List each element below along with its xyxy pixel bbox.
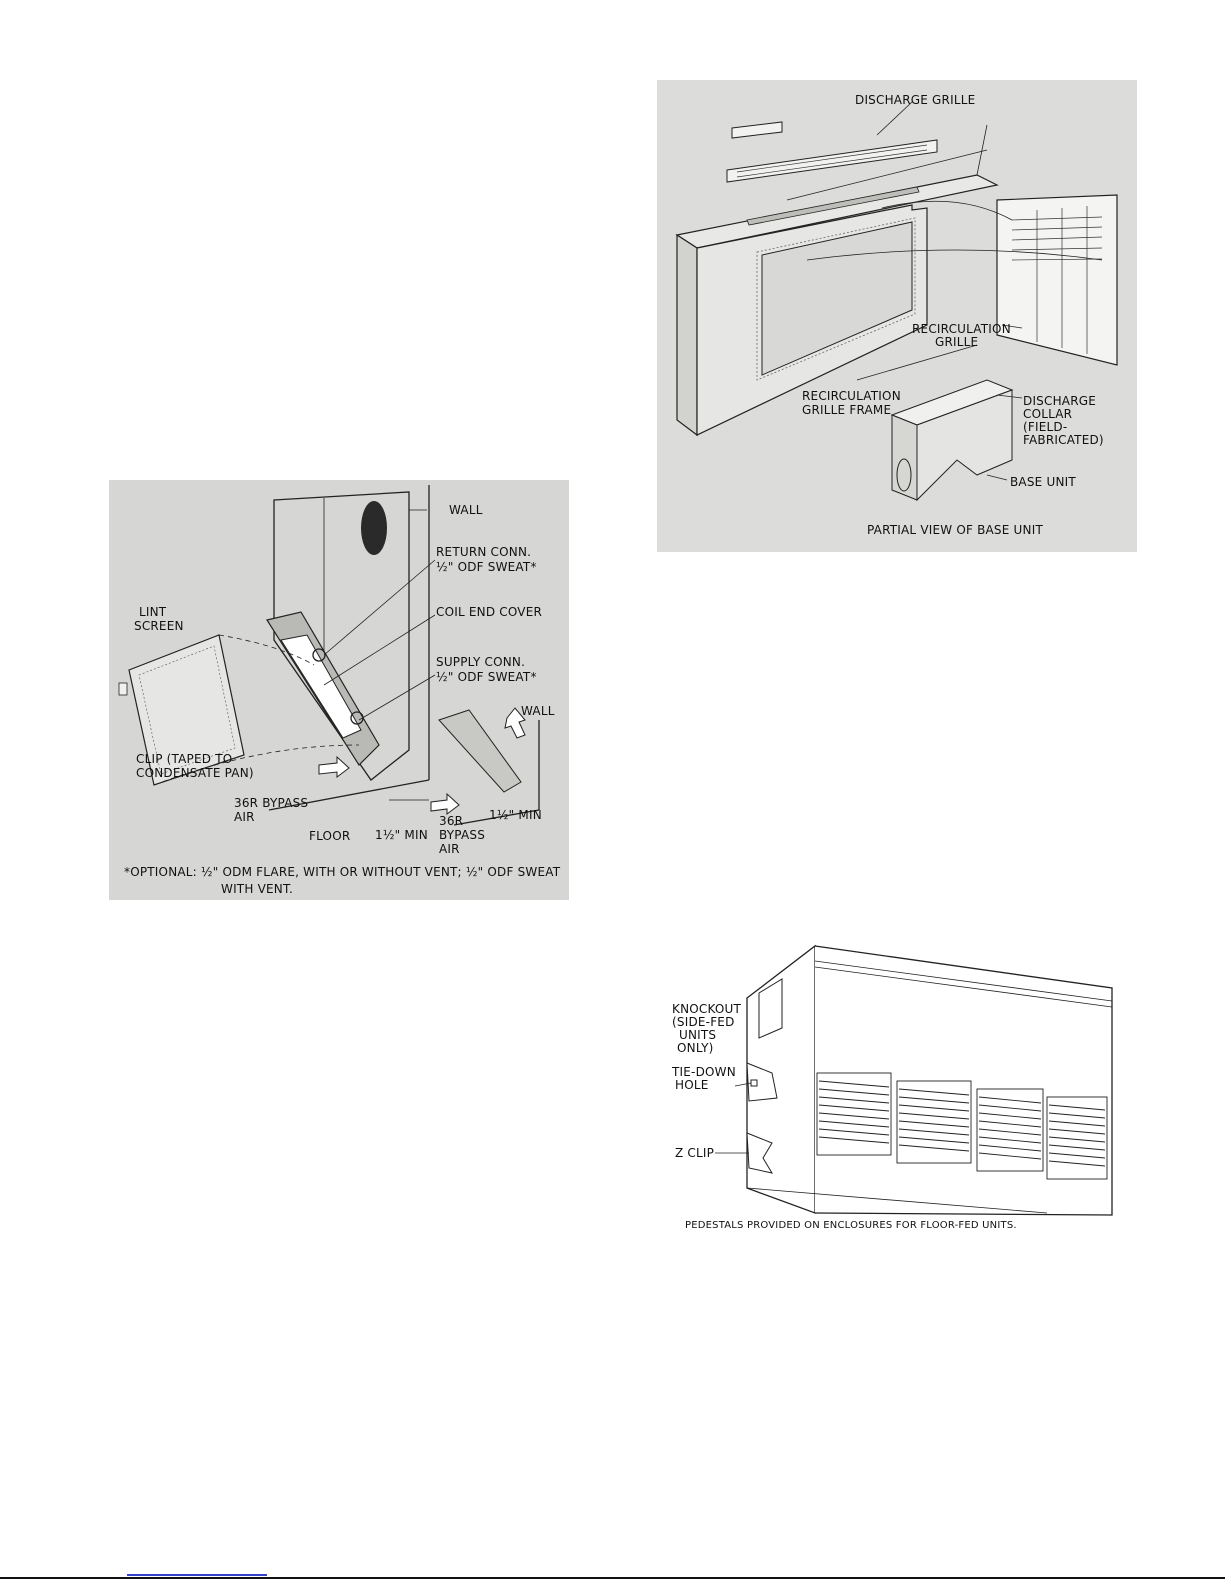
enclosure-drawing: KNOCKOUT (SIDE-FED UNITS ONLY) TIE-DOWN … <box>671 944 1113 1231</box>
label-discharge-collar-1: DISCHARGE <box>1023 394 1096 408</box>
base-unit-side <box>891 414 918 501</box>
inset-coil <box>438 709 522 793</box>
bypass-air-arrow-left <box>318 755 350 778</box>
label-tiedown-2: HOLE <box>675 1078 709 1092</box>
label-bypass: 36R BYPASS <box>234 796 308 810</box>
discharge-grille <box>726 139 938 183</box>
clip-part <box>118 682 128 696</box>
access-opening <box>361 501 387 555</box>
z-clip <box>746 1132 774 1174</box>
label-lint: LINT <box>139 605 167 619</box>
label-screen: SCREEN <box>134 619 184 633</box>
label-recirc-frame-2: GRILLE FRAME <box>802 403 891 417</box>
label-base-unit: BASE UNIT <box>1010 475 1076 489</box>
label-min-left: 1½" MIN <box>375 828 428 842</box>
enclosure-louvers <box>816 1072 1108 1180</box>
label-discharge-collar-4: FABRICATED) <box>1023 433 1104 447</box>
label-discharge-collar-2: COLLAR <box>1023 407 1072 421</box>
label-condensate: CONDENSATE PAN) <box>136 766 254 780</box>
knockout <box>758 978 783 1039</box>
lint-screen-mesh <box>138 645 236 775</box>
leader-recirc-grille <box>1001 324 1023 329</box>
install-arc-top <box>881 200 1013 221</box>
label-recirc-frame-1: RECIRCULATION <box>802 389 901 403</box>
enclosure-side <box>676 233 698 437</box>
label-optional-note: *OPTIONAL: ½" ODM FLARE, WITH OR WITHOUT… <box>124 865 561 879</box>
base-unit-opening <box>896 458 912 492</box>
label-return-sweat: ½" ODF SWEAT* <box>436 560 537 574</box>
label-discharge-collar-3: (FIELD- <box>1023 420 1067 434</box>
label-bypass-r3: AIR <box>439 842 460 856</box>
floor-line <box>268 779 430 811</box>
label-optional-note-2: WITH VENT. <box>221 882 293 896</box>
label-floor: FLOOR <box>309 829 350 843</box>
leader-tie-down <box>734 1082 752 1087</box>
label-min-right: 1½" MIN <box>489 808 542 822</box>
install-path-bottom <box>153 744 360 786</box>
coil-installation-drawing: WALL RETURN CONN. ½" ODF SWEAT* LINT SCR… <box>118 485 561 896</box>
enclosure-front-panel <box>814 945 1113 1216</box>
recirculation-grille-frame <box>761 221 913 376</box>
perspective-line-1 <box>976 124 988 176</box>
label-pedestals-note: PEDESTALS PROVIDED ON ENCLOSURES FOR FLO… <box>685 1220 1017 1231</box>
install-arc-bottom <box>806 249 1103 261</box>
label-supply-conn: SUPPLY CONN. <box>436 655 525 669</box>
label-bypass-r1: 36R <box>439 814 463 828</box>
leader-frame <box>856 344 978 381</box>
label-knockout-4: ONLY) <box>677 1041 714 1055</box>
label-knockout-2: (SIDE-FED <box>672 1015 735 1029</box>
label-wall-right: WALL <box>521 704 555 718</box>
return-connection <box>312 648 326 662</box>
enclosure-top-trim <box>814 960 1113 1002</box>
footer-rule <box>0 1577 1225 1579</box>
discharge-grille-end <box>731 121 783 139</box>
discharge-opening <box>746 186 920 226</box>
label-supply-sweat: ½" ODF SWEAT* <box>436 670 537 684</box>
grille-exploded-diagram: DISCHARGE GRILLE RECIRCULATION GRILLE RE… <box>657 80 1137 552</box>
leader-collar <box>996 394 1023 399</box>
label-knockout-1: KNOCKOUT <box>672 1002 742 1016</box>
label-bypass-r2: BYPASS <box>439 828 485 842</box>
inset-floor-line <box>453 809 540 826</box>
label-wall-top: WALL <box>449 503 483 517</box>
label-recirc-grille-1: RECIRCULATION <box>912 322 1011 336</box>
label-zclip: Z CLIP <box>675 1146 714 1160</box>
install-path-top <box>218 634 315 666</box>
leader-discharge-grille <box>876 101 913 136</box>
lint-screen <box>128 634 245 786</box>
recirculation-grille-louvers <box>1011 206 1103 354</box>
grille-exploded-drawing: DISCHARGE GRILLE RECIRCULATION GRILLE RE… <box>675 93 1118 537</box>
cabinet-outline <box>273 491 410 781</box>
label-return-conn: RETURN CONN. <box>436 545 531 559</box>
enclosure-top-trim-2 <box>814 966 1113 1008</box>
frame-gasket <box>756 217 916 381</box>
leader-return <box>323 559 436 656</box>
label-partial-view: PARTIAL VIEW OF BASE UNIT <box>867 523 1043 537</box>
enclosure-diagram: KNOCKOUT (SIDE-FED UNITS ONLY) TIE-DOWN … <box>667 943 1137 1241</box>
footer-link-underline[interactable] <box>127 1574 267 1576</box>
leader-supply <box>358 674 436 721</box>
label-coil-end-cover: COIL END COVER <box>436 605 542 619</box>
discharge-grille-slats <box>736 144 928 178</box>
coil-installation-diagram: WALL RETURN CONN. ½" ODF SWEAT* LINT SCR… <box>109 480 569 900</box>
label-recirc-grille-2: GRILLE <box>935 335 978 349</box>
label-discharge-grille: DISCHARGE GRILLE <box>855 93 975 107</box>
label-tiedown-1: TIE-DOWN <box>671 1065 736 1079</box>
enclosure-bottom-edge <box>746 1187 1048 1214</box>
label-clip: CLIP (TAPED TO <box>136 752 232 766</box>
label-knockout-3: UNITS <box>679 1028 716 1042</box>
leader-base-unit <box>986 474 1008 481</box>
recirculation-grille <box>996 194 1118 366</box>
bypass-air-arrow-right <box>430 792 460 815</box>
tie-down-bracket <box>746 1062 778 1102</box>
perspective-line-2 <box>786 149 988 201</box>
leader-coil <box>323 614 436 686</box>
coil-end-cover <box>280 634 362 739</box>
base-unit-front <box>916 389 1013 502</box>
inset-arrow-up <box>504 707 526 739</box>
label-bypass-air: AIR <box>234 810 255 824</box>
